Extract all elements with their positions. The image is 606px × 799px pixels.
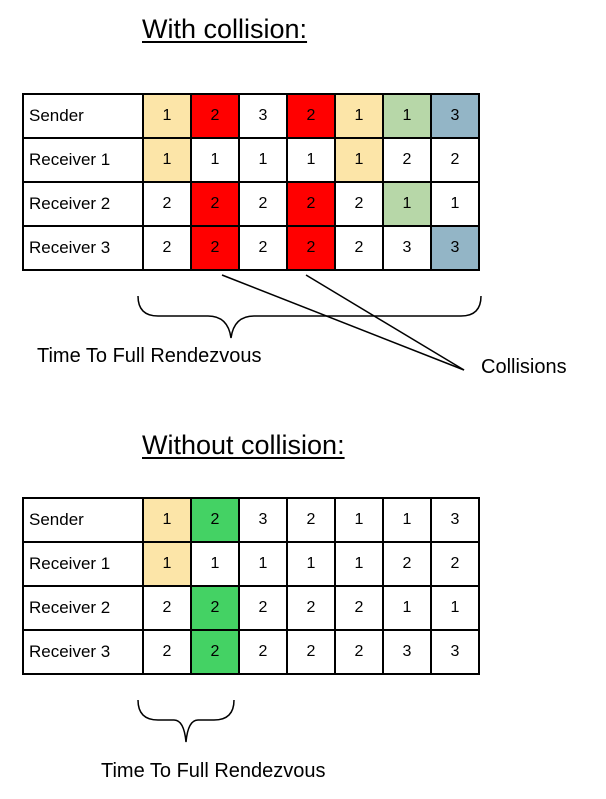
- without-collision-slot-cell: 2: [286, 497, 336, 543]
- without-collision-brace: [137, 699, 235, 743]
- without-collision-slot-cell: 1: [142, 497, 192, 543]
- without-collision-slot-cell: 2: [142, 629, 192, 675]
- without-collision-slot-cell: 3: [430, 497, 480, 543]
- without-collision-heading: Without collision:: [142, 430, 345, 460]
- with-collision-slot-cell: 1: [190, 137, 240, 183]
- with-collision-slot-cell: 1: [334, 93, 384, 139]
- without-collision-slot-cell: 2: [382, 541, 432, 587]
- with-collision-slot-cell: 1: [430, 181, 480, 227]
- collision-pointer-line-2: [305, 274, 465, 371]
- with-collision-slot-cell: 2: [238, 181, 288, 227]
- with-collision-slot-cell: 2: [142, 181, 192, 227]
- with-collision-row-label: Receiver 1: [22, 137, 144, 183]
- with-collision-slot-cell: 1: [286, 137, 336, 183]
- with-collision-row-label: Receiver 3: [22, 225, 144, 271]
- with-collision-slot-cell: 1: [142, 93, 192, 139]
- without-collision-row-label: Receiver 2: [22, 585, 144, 631]
- with-collision-brace: [137, 295, 482, 339]
- with-collision-slot-cell: 1: [142, 137, 192, 183]
- without-collision-slot-cell: 2: [190, 497, 240, 543]
- with-collision-slot-cell: 2: [190, 93, 240, 139]
- with-collision-row-label: Receiver 2: [22, 181, 144, 227]
- without-collision-slot-cell: 1: [382, 585, 432, 631]
- without-collision-slot-cell: 3: [430, 629, 480, 675]
- without-collision-row-label: Receiver 1: [22, 541, 144, 587]
- with-collision-slot-cell: 1: [238, 137, 288, 183]
- with-collision-slot-cell: 3: [238, 93, 288, 139]
- with-collision-slot-cell: 3: [430, 93, 480, 139]
- without-collision-slot-cell: 1: [334, 497, 384, 543]
- without-collision-slot-cell: 2: [430, 541, 480, 587]
- with-collision-brace-caption: Time To Full Rendezvous: [37, 345, 262, 367]
- with-collision-slot-cell: 3: [382, 225, 432, 271]
- with-collision-heading: With collision:: [142, 14, 308, 44]
- without-collision-slot-cell: 1: [286, 541, 336, 587]
- with-collision-slot-cell: 2: [142, 225, 192, 271]
- with-collision-slot-cell: 2: [190, 181, 240, 227]
- without-collision-slot-cell: 2: [286, 585, 336, 631]
- collisions-label: Collisions: [481, 356, 567, 378]
- without-collision-slot-cell: 3: [238, 497, 288, 543]
- with-collision-slot-cell: 2: [382, 137, 432, 183]
- with-collision-slot-cell: 1: [382, 181, 432, 227]
- with-collision-slot-cell: 2: [334, 225, 384, 271]
- with-collision-slot-cell: 2: [190, 225, 240, 271]
- with-collision-slot-cell: 1: [334, 137, 384, 183]
- without-collision-slot-cell: 3: [382, 629, 432, 675]
- without-collision-slot-cell: 1: [334, 541, 384, 587]
- with-collision-slot-cell: 2: [238, 225, 288, 271]
- without-collision-slot-cell: 1: [430, 585, 480, 631]
- without-collision-slot-cell: 2: [286, 629, 336, 675]
- without-collision-row-label: Sender: [22, 497, 144, 543]
- without-collision-brace-caption: Time To Full Rendezvous: [101, 760, 326, 782]
- without-collision-slot-cell: 2: [238, 629, 288, 675]
- without-collision-slot-cell: 1: [142, 541, 192, 587]
- without-collision-slot-cell: 2: [142, 585, 192, 631]
- with-collision-slot-cell: 2: [334, 181, 384, 227]
- without-collision-slot-cell: 2: [238, 585, 288, 631]
- without-collision-slot-cell: 1: [190, 541, 240, 587]
- with-collision-slot-cell: 2: [286, 93, 336, 139]
- without-collision-slot-cell: 1: [382, 497, 432, 543]
- with-collision-row-label: Sender: [22, 93, 144, 139]
- with-collision-slot-cell: 1: [382, 93, 432, 139]
- without-collision-row-label: Receiver 3: [22, 629, 144, 675]
- with-collision-slot-cell: 3: [430, 225, 480, 271]
- with-collision-slot-cell: 2: [286, 181, 336, 227]
- with-collision-slot-cell: 2: [286, 225, 336, 271]
- without-collision-slot-cell: 2: [190, 629, 240, 675]
- without-collision-slot-cell: 2: [334, 629, 384, 675]
- with-collision-slot-cell: 2: [430, 137, 480, 183]
- without-collision-slot-cell: 2: [334, 585, 384, 631]
- without-collision-slot-cell: 2: [190, 585, 240, 631]
- without-collision-slot-cell: 1: [238, 541, 288, 587]
